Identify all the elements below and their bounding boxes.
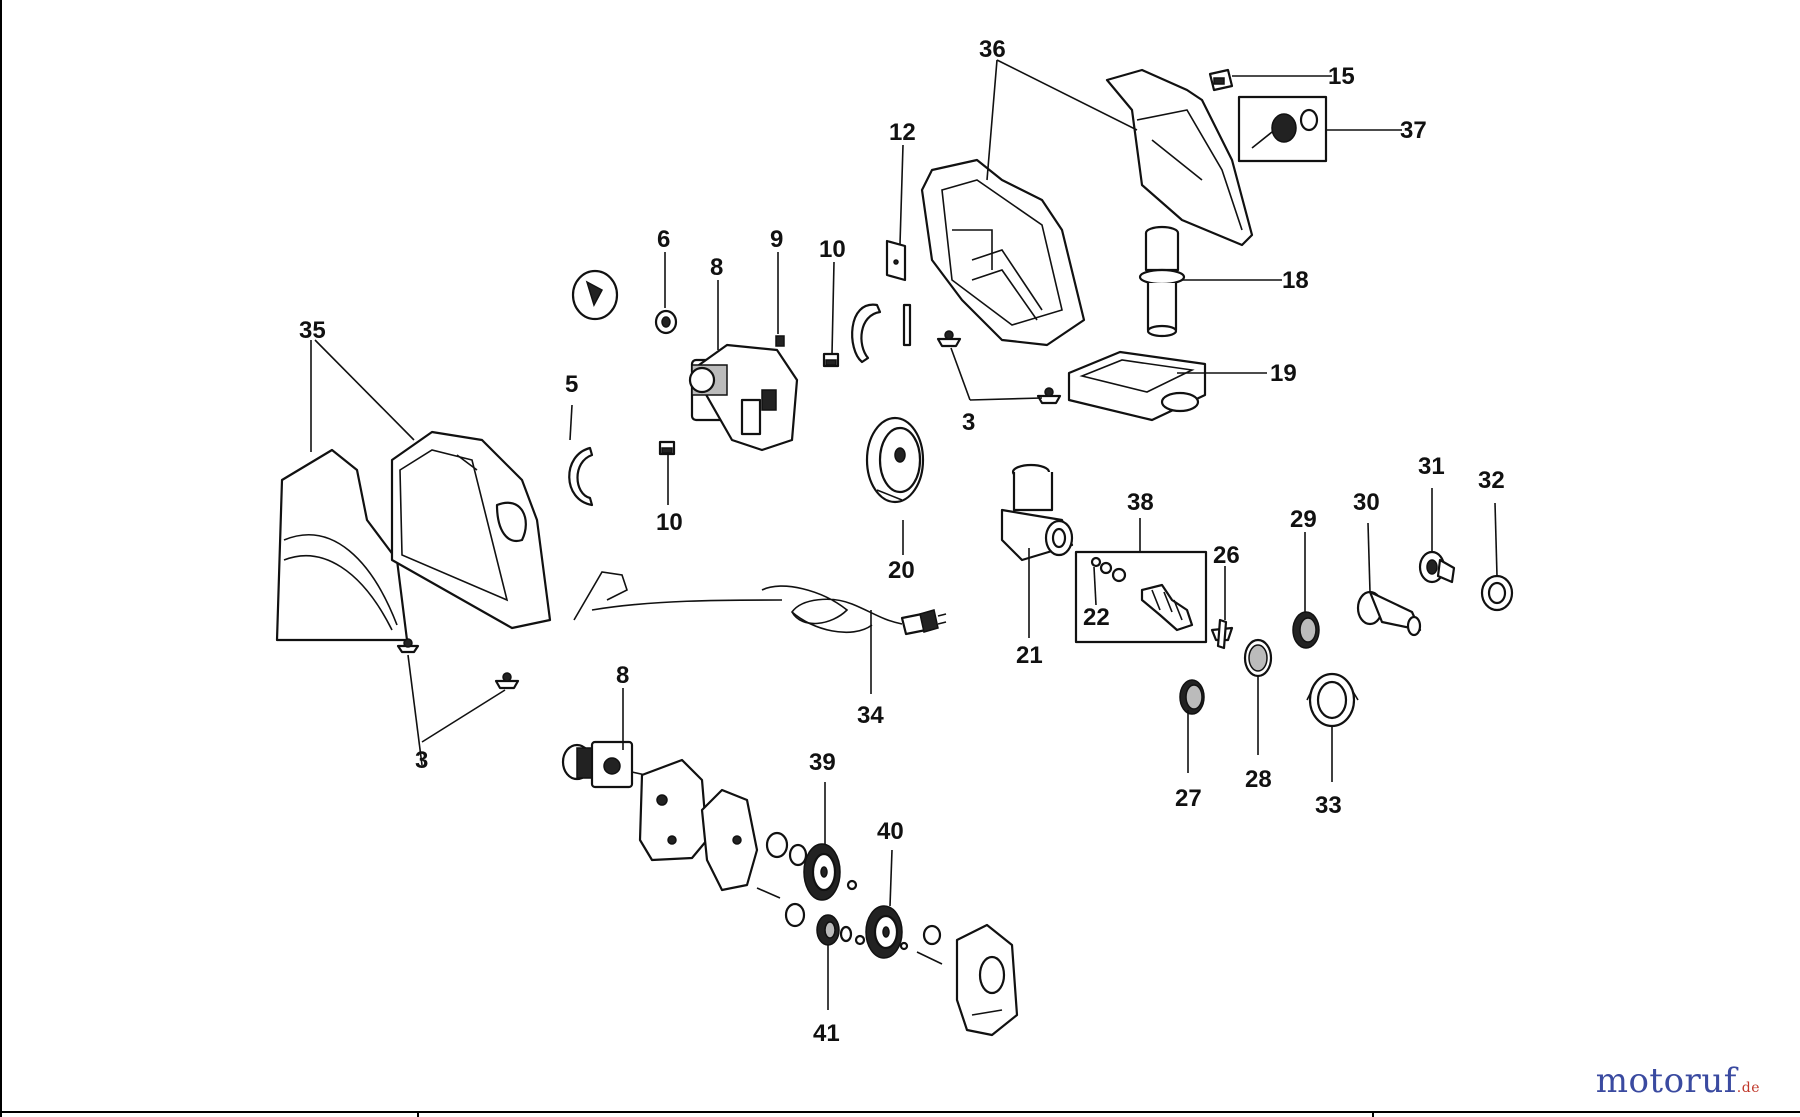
part-5-clip: [568, 446, 594, 507]
label-8b: 8: [616, 662, 629, 689]
part-32-ring: [1480, 574, 1514, 612]
label-18: 18: [1282, 267, 1309, 294]
motor-end-plate: [571, 269, 619, 321]
label-10a: 10: [819, 236, 846, 263]
part-6-bushing: [654, 309, 678, 335]
washer-a: [846, 879, 858, 891]
part-28-disc: [1243, 638, 1273, 678]
label-30: 30: [1353, 489, 1380, 516]
label-19: 19: [1270, 360, 1297, 387]
label-36: 36: [979, 36, 1006, 63]
label-3b: 3: [962, 409, 975, 436]
part-27-disc: [1179, 679, 1205, 715]
watermark-text: motoruf: [1595, 1061, 1737, 1101]
rule-tick: [417, 1111, 419, 1117]
label-32: 32: [1478, 467, 1505, 494]
label-28: 28: [1245, 766, 1272, 793]
part-29-disc: [1292, 611, 1320, 649]
part-12-plate: [885, 239, 907, 282]
brush-spring: [851, 303, 882, 364]
label-40: 40: [877, 818, 904, 845]
part-39-gear: [803, 843, 841, 901]
part-34-power-cord: [573, 571, 947, 636]
label-35: 35: [299, 317, 326, 344]
bushing-b: [788, 843, 808, 867]
part-3-foot-c: [936, 330, 962, 348]
part-35-main-housing: [390, 430, 552, 630]
label-29: 29: [1290, 506, 1317, 533]
part-8-motor-upper: [688, 343, 799, 452]
part-9-brush-holder: [775, 335, 785, 347]
bushing-c: [784, 902, 806, 928]
pin: [902, 303, 912, 347]
part-19-tray: [1067, 350, 1207, 422]
gearbox-gasket: [700, 788, 759, 892]
watermark-suffix: .de: [1736, 1080, 1760, 1096]
part-3-foot-d: [1036, 387, 1062, 405]
part-37-gear-set: [1237, 95, 1328, 163]
part-21-grinder-head: [1000, 463, 1074, 562]
washer-c: [899, 941, 909, 951]
label-26: 26: [1213, 542, 1240, 569]
part-15-clip: [1208, 68, 1234, 92]
label-12: 12: [889, 119, 916, 146]
label-20: 20: [888, 557, 915, 584]
label-5: 5: [565, 371, 578, 398]
part-18-pusher: [1138, 225, 1186, 338]
gearbox-front-plate: [638, 758, 709, 862]
part-30-nozzle: [1356, 590, 1422, 637]
label-6: 6: [657, 226, 670, 253]
label-15: 15: [1328, 63, 1355, 90]
label-38: 38: [1127, 489, 1154, 516]
label-33: 33: [1315, 792, 1342, 819]
part-10-brush-b: [658, 440, 676, 456]
shaft-a: [756, 887, 781, 899]
washer-b: [854, 934, 866, 946]
part-35-side-cover: [275, 448, 409, 642]
label-9: 9: [770, 226, 783, 253]
label-41: 41: [813, 1020, 840, 1047]
label-37: 37: [1400, 117, 1427, 144]
part-41-pinion: [816, 914, 853, 946]
label-3a: 3: [415, 747, 428, 774]
label-8a: 8: [710, 254, 723, 281]
bottom-rule: [2, 1111, 1800, 1113]
label-39: 39: [809, 749, 836, 776]
label-31: 31: [1418, 453, 1445, 480]
part-36-top-cover: [1105, 68, 1254, 247]
label-10b: 10: [656, 509, 683, 536]
shaft-b: [916, 951, 943, 965]
label-21: 21: [1016, 642, 1043, 669]
part-3-foot-a: [396, 638, 420, 654]
part-40-gear: [865, 905, 903, 959]
part-8-motor-lower: [561, 740, 651, 789]
watermark: motoruf.de: [1596, 1061, 1760, 1101]
part-10-brush-a: [822, 352, 840, 368]
part-3-foot-b: [494, 672, 520, 690]
leader-lines: [310, 59, 1498, 1010]
bushing-a: [765, 831, 789, 859]
bushing-d: [922, 924, 942, 946]
label-34: 34: [857, 702, 884, 729]
part-20-pulley: [865, 416, 925, 504]
label-27: 27: [1175, 785, 1202, 812]
rule-tick: [1372, 1111, 1374, 1117]
part-26-knife: [1210, 618, 1234, 650]
part-33-ring-nut: [1306, 672, 1359, 728]
label-22: 22: [1083, 604, 1110, 631]
part-38-worm-set: [1074, 550, 1208, 644]
part-31-adapter: [1418, 550, 1456, 584]
part-36-housing: [920, 158, 1086, 347]
callout-labels: 35 3 5 6 8 9 10 10 12 36 15 37 18 19 3 2…: [299, 36, 1505, 1047]
gearbox-rear-cover: [955, 923, 1019, 1037]
